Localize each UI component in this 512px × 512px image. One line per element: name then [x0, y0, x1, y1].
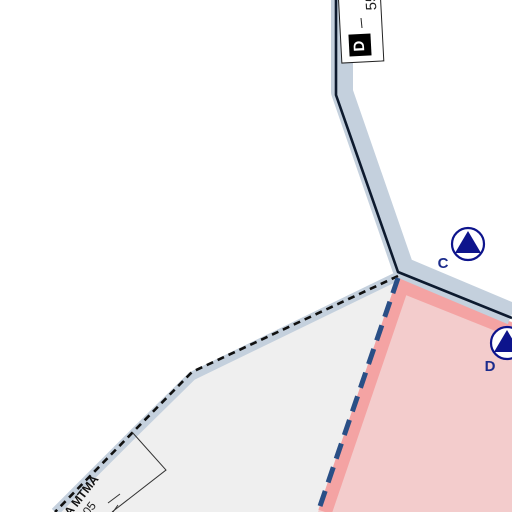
- dashed-boundary-black: [54, 274, 399, 512]
- point-c-marker[interactable]: [450, 226, 486, 262]
- boundary-line: [334, 0, 512, 320]
- dashed-boundary-blue: [315, 277, 401, 512]
- point-d-marker[interactable]: [489, 325, 512, 361]
- point-d-label: D: [485, 358, 496, 375]
- gray-airspace-area: [0, 276, 398, 512]
- red-airspace-area: [318, 276, 512, 512]
- point-c-label: C: [438, 255, 449, 272]
- sector-letter: D: [351, 40, 369, 52]
- sector-label-box: D 55: [337, 0, 385, 64]
- red-area-border: [318, 279, 512, 512]
- triangle-circle-icon: [494, 330, 512, 352]
- sector-number: 55: [363, 0, 381, 11]
- triangle-circle-icon: [455, 231, 481, 253]
